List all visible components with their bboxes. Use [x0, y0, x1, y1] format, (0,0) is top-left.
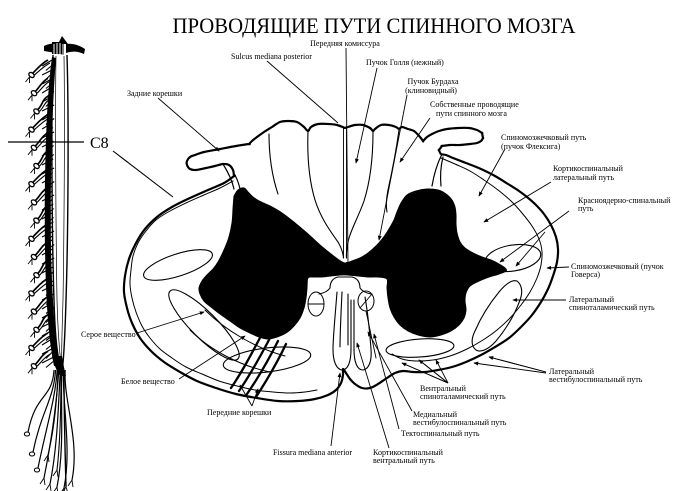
svg-text:(пучок Флексига): (пучок Флексига) — [501, 142, 561, 151]
svg-text:Передние корешки: Передние корешки — [207, 408, 272, 417]
svg-text:Белое вещество: Белое вещество — [121, 377, 175, 386]
svg-text:спиноталамический путь: спиноталамический путь — [569, 303, 655, 312]
svg-text:путь: путь — [578, 204, 594, 213]
svg-text:латеральный путь: латеральный путь — [553, 173, 614, 182]
svg-text:Вентральный: Вентральный — [420, 384, 467, 393]
svg-text:ПРОВОДЯЩИЕ ПУТИ СПИННОГО МОЗГА: ПРОВОДЯЩИЕ ПУТИ СПИННОГО МОЗГА — [173, 13, 576, 38]
svg-text:Медиальный: Медиальный — [413, 410, 458, 419]
svg-text:пути спинного мозга: пути спинного мозга — [436, 109, 507, 118]
svg-text:Серое вещество: Серое вещество — [81, 330, 136, 339]
svg-text:Спиномозжечковый путь: Спиномозжечковый путь — [501, 133, 587, 142]
svg-text:Кортикоспинальный: Кортикоспинальный — [553, 164, 624, 173]
svg-text:вестибулоспинальный путь: вестибулоспинальный путь — [549, 375, 643, 384]
svg-text:Пучок Бурдаха: Пучок Бурдаха — [407, 77, 458, 86]
svg-text:вестибулоспинальный путь: вестибулоспинальный путь — [413, 418, 507, 427]
svg-text:Передняя комиссура: Передняя комиссура — [310, 39, 380, 48]
svg-text:спиноталамический путь: спиноталамический путь — [420, 392, 506, 401]
svg-text:Латеральный: Латеральный — [569, 295, 615, 304]
svg-text:Задние корешки: Задние корешки — [127, 89, 183, 98]
svg-text:Говерса): Говерса) — [571, 270, 600, 279]
svg-text:Fissura mediana anterior: Fissura mediana anterior — [273, 448, 352, 457]
svg-text:вентральный путь: вентральный путь — [373, 456, 435, 465]
svg-text:Sulcus mediana posterior: Sulcus mediana posterior — [231, 52, 312, 61]
svg-text:(клиновидный): (клиновидный) — [405, 86, 457, 95]
svg-text:Спиномозжечковый (пучок: Спиномозжечковый (пучок — [571, 262, 664, 271]
svg-text:Латеральный: Латеральный — [549, 367, 595, 376]
svg-text:Пучок Голля (нежный): Пучок Голля (нежный) — [366, 58, 444, 67]
svg-text:Кортикоспинальный: Кортикоспинальный — [373, 448, 444, 457]
svg-text:Красноядерно-спинальный: Красноядерно-спинальный — [578, 196, 671, 205]
svg-text:C8: C8 — [90, 135, 109, 152]
svg-text:Собственные проводящие: Собственные проводящие — [430, 100, 519, 109]
svg-text:Тектоспинальный путь: Тектоспинальный путь — [401, 429, 480, 438]
